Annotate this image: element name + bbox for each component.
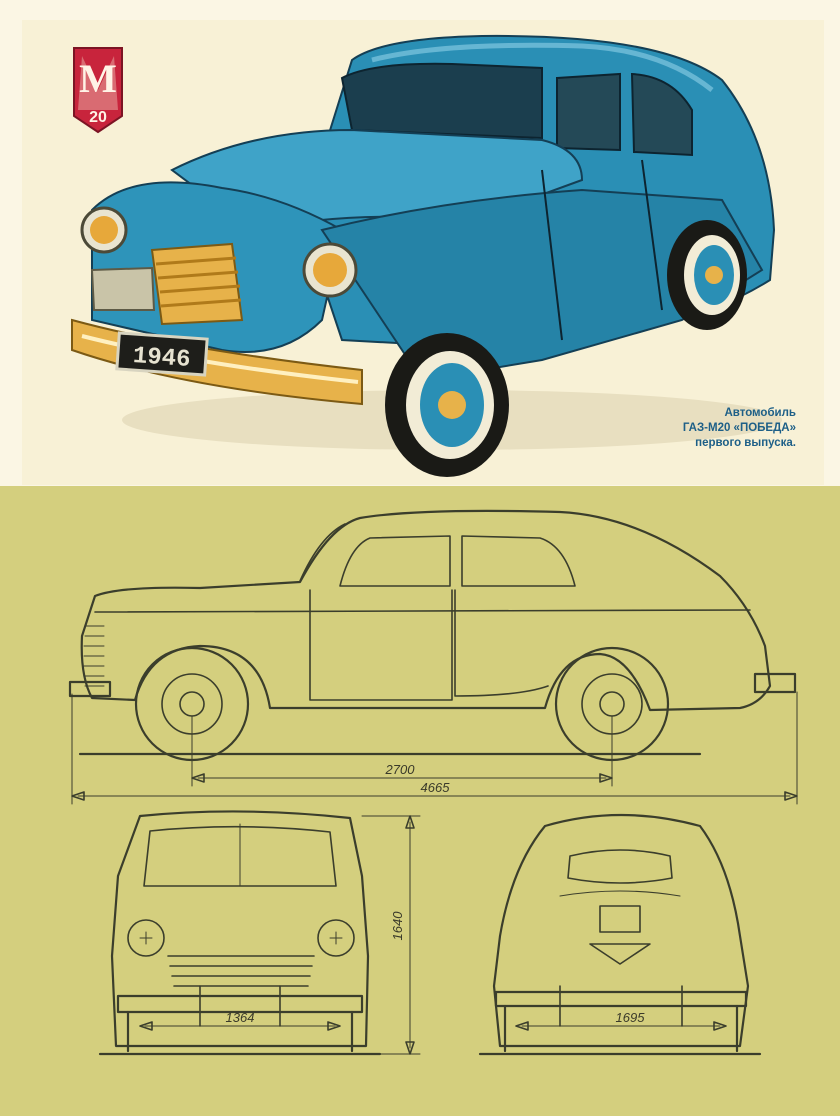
- caption-line-1: Автомобиль: [724, 407, 796, 419]
- caption-line-3: первого выпуска.: [695, 437, 796, 449]
- rear-view-drawing: 1695: [478, 813, 762, 1056]
- front-wheel: [385, 333, 509, 477]
- rear-wheel: [667, 220, 747, 330]
- m20-badge-logo: M 20: [73, 47, 123, 134]
- plate-text: 1946: [132, 343, 191, 374]
- height-dimension-line: 1640: [361, 815, 421, 1055]
- car-body: [91, 34, 776, 382]
- overall-length-dimension: 4665: [421, 780, 451, 795]
- rear-track-dimension: 1695: [616, 1010, 646, 1025]
- licence-plate: 1946: [115, 331, 209, 377]
- front-view-drawing: 1364: [98, 810, 382, 1056]
- front-track-dimension: 1364: [226, 1010, 255, 1025]
- illustration-panel: M 20: [22, 20, 824, 485]
- technical-drawing-panel: 2700 4665 1364 1640: [0, 486, 840, 1116]
- wheelbase-dimension: 2700: [385, 762, 416, 777]
- car-illustration: M 20: [71, 34, 782, 477]
- badge-number: 20: [89, 109, 107, 126]
- badge-letter: M: [79, 56, 117, 101]
- height-dimension: 1640: [390, 911, 405, 941]
- front-grille: [90, 242, 244, 326]
- technical-drawings: 2700 4665 1364 1640: [68, 509, 798, 1056]
- illustration-caption: Автомобиль ГАЗ-М20 «ПОБЕДА» первого выпу…: [596, 406, 796, 451]
- side-view-drawing: 2700 4665: [68, 509, 798, 805]
- caption-line-2: ГАЗ-М20 «ПОБЕДА»: [682, 422, 796, 434]
- headlights: [80, 206, 358, 298]
